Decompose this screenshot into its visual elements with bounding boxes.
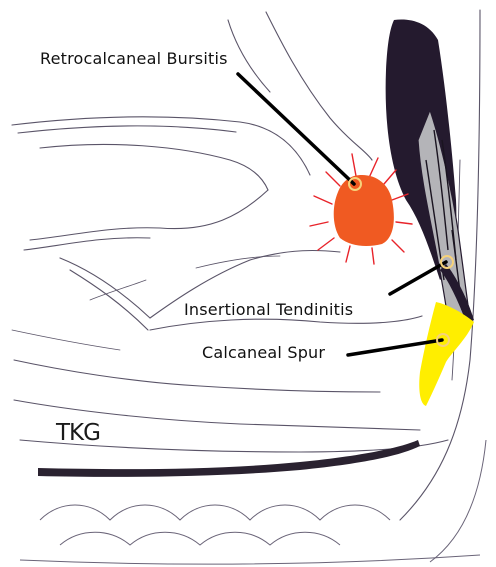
artist-initials: TKG: [56, 420, 100, 446]
label-retrocalcaneal-bursitis: Retrocalcaneal Bursitis: [40, 49, 228, 68]
label-insertional-tendinitis: Insertional Tendinitis: [184, 300, 353, 319]
retrocalcaneal-bursa: [334, 175, 394, 246]
leader-bursitis: [238, 74, 354, 184]
label-calcaneal-spur: Calcaneal Spur: [202, 343, 325, 362]
leader-tendinitis: [390, 262, 446, 294]
